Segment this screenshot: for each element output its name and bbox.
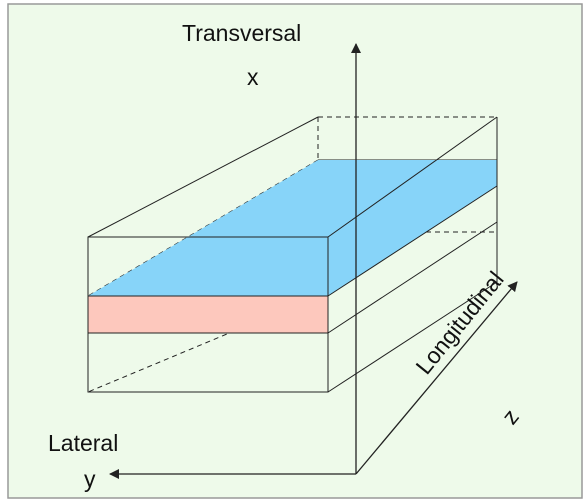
lateral-label: Lateral	[48, 430, 119, 456]
z-axis-arrow	[355, 281, 518, 475]
y-axis-label: y	[84, 466, 96, 492]
axes	[109, 43, 518, 479]
top-layer	[88, 160, 497, 296]
x-axis-label: x	[247, 64, 259, 90]
transversal-label: Transversal	[182, 20, 302, 46]
